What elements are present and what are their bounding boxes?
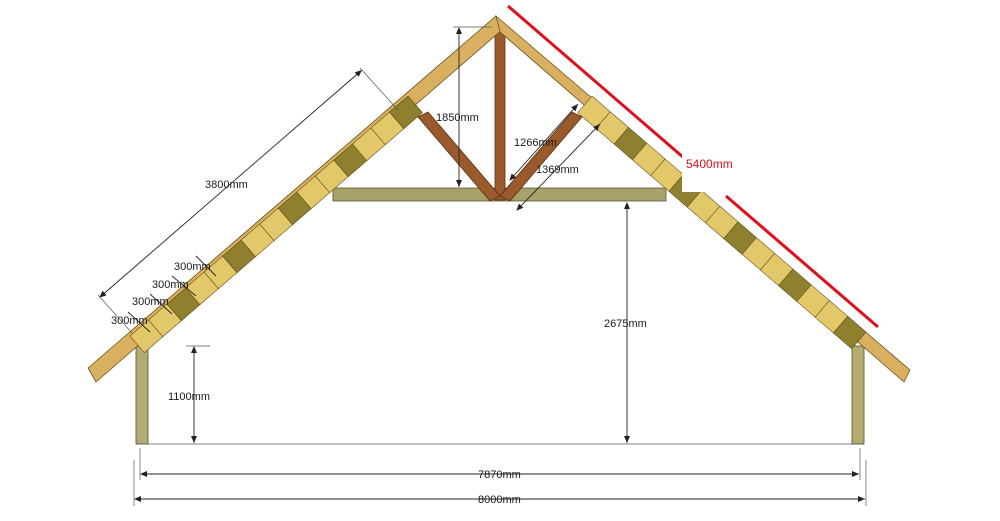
knee-wall-height-label: 1100mm: [168, 391, 210, 403]
left-insulation-block: [389, 95, 423, 130]
strut-lower-label: 1369mm: [536, 164, 579, 176]
spacing-line-3: [149, 293, 173, 315]
strut-lower-dimension-line: [516, 123, 601, 211]
spacing-line-2: [171, 275, 197, 297]
rafter-length-extension-top: [359, 67, 399, 111]
rafter-length-label: 3800mm: [205, 179, 248, 191]
roof-slope-highlight-line: [507, 4, 685, 160]
king-post: [494, 29, 506, 201]
roof-slope-length-label: 5400mm: [686, 157, 733, 171]
spacing-label-1: 300mm: [174, 261, 211, 273]
outer-span-label: 8000mm: [478, 494, 521, 506]
roof-slope-highlight-line-lower: [725, 194, 879, 329]
inner-span-label: 7870mm: [478, 469, 521, 481]
spacing-line-4: [127, 311, 151, 333]
rafter-length-dimension-line: [99, 69, 363, 298]
right-insulation-blocks: [577, 95, 867, 350]
spacing-label-3: 300mm: [132, 296, 169, 308]
strut-upper-label: 1266mm: [514, 137, 557, 149]
spacing-label-2: 300mm: [152, 279, 189, 291]
spacing-label-4: 300mm: [111, 315, 148, 327]
right-knee-wall-post: [851, 345, 865, 445]
ceiling-height-label: 2675mm: [604, 318, 647, 330]
right-insulation-block: [832, 315, 867, 350]
left-insulation-blocks: [129, 95, 423, 354]
ridge-height-label: 1850mm: [436, 112, 479, 124]
spacing-line-1: [195, 255, 217, 277]
rafter-length-extension-bottom: [97, 294, 133, 334]
left-knee-wall-post: [135, 345, 149, 445]
roof-slope-label-background: [682, 152, 734, 192]
